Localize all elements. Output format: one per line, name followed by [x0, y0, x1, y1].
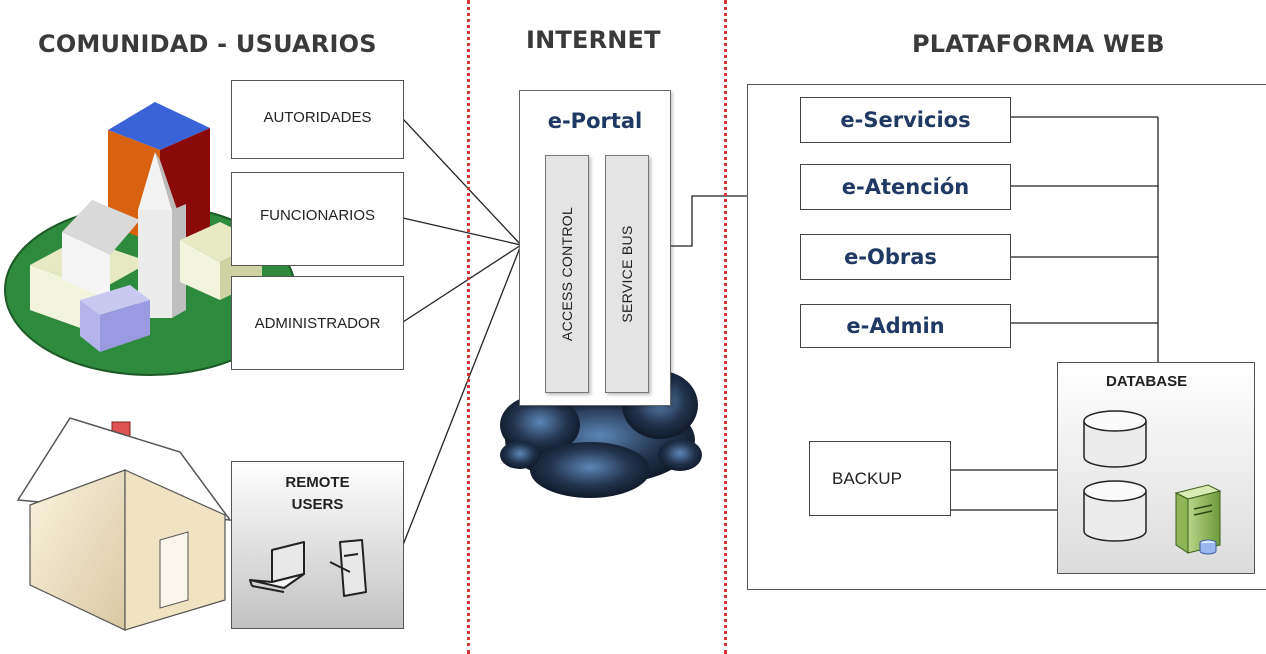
remote-users-box: REMOTE USERS — [231, 461, 404, 629]
section-title-platform: PLATAFORMA WEB — [912, 30, 1165, 58]
access-control-bar: ACCESS CONTROL — [545, 155, 589, 393]
role-label: FUNCIONARIOS — [259, 206, 375, 224]
role-box-autoridades: AUTORIDADES — [231, 80, 404, 159]
backup-box: BACKUP — [809, 441, 951, 516]
role-label: ADMINISTRADOR — [254, 314, 381, 332]
remote-users-line1: REMOTE — [285, 474, 350, 491]
service-label: e-Atención — [841, 175, 970, 199]
tablet-icon — [329, 539, 367, 597]
connector-lines — [402, 116, 1159, 546]
database-title: DATABASE — [1106, 373, 1188, 390]
section-title-internet: INTERNET — [526, 26, 661, 54]
e-portal-title: e-Portal — [547, 109, 643, 133]
service-box-e-obras: e-Obras — [800, 234, 1011, 280]
section-title-community: COMUNIDAD - USUARIOS — [38, 30, 377, 58]
service-label: e-Obras — [844, 245, 937, 269]
server-icon — [1174, 484, 1222, 555]
service-box-e-atencion: e-Atención — [800, 164, 1011, 210]
service-label: e-Admin — [846, 314, 945, 338]
role-label: AUTORIDADES — [263, 109, 372, 126]
cloud-icon — [500, 371, 702, 498]
section-divider-left — [467, 0, 470, 654]
service-bus-label: SERVICE BUS — [619, 225, 635, 323]
service-bus-bar: SERVICE BUS — [605, 155, 649, 393]
database-cylinder-icon — [1083, 480, 1147, 542]
database-icons — [1083, 410, 1222, 555]
database-box: DATABASE — [1057, 362, 1255, 574]
service-label: e-Servicios — [840, 108, 971, 132]
remote-users-title: REMOTE USERS — [232, 472, 403, 516]
backup-label: BACKUP — [832, 468, 902, 488]
church-building-icon — [4, 102, 296, 376]
service-box-e-servicios: e-Servicios — [800, 97, 1011, 143]
role-box-funcionarios: FUNCIONARIOS — [231, 172, 404, 266]
device-icons — [249, 539, 367, 597]
service-box-e-admin: e-Admin — [800, 304, 1011, 348]
platform-frame — [747, 84, 1266, 590]
database-cylinder-icon — [1083, 410, 1147, 468]
access-control-label: ACCESS CONTROL — [559, 206, 575, 342]
laptop-icon — [249, 541, 305, 593]
remote-users-line2: USERS — [291, 496, 344, 513]
role-box-administrador: ADMINISTRADOR — [231, 276, 404, 370]
section-divider-right — [724, 0, 727, 654]
house-icon — [16, 417, 232, 631]
